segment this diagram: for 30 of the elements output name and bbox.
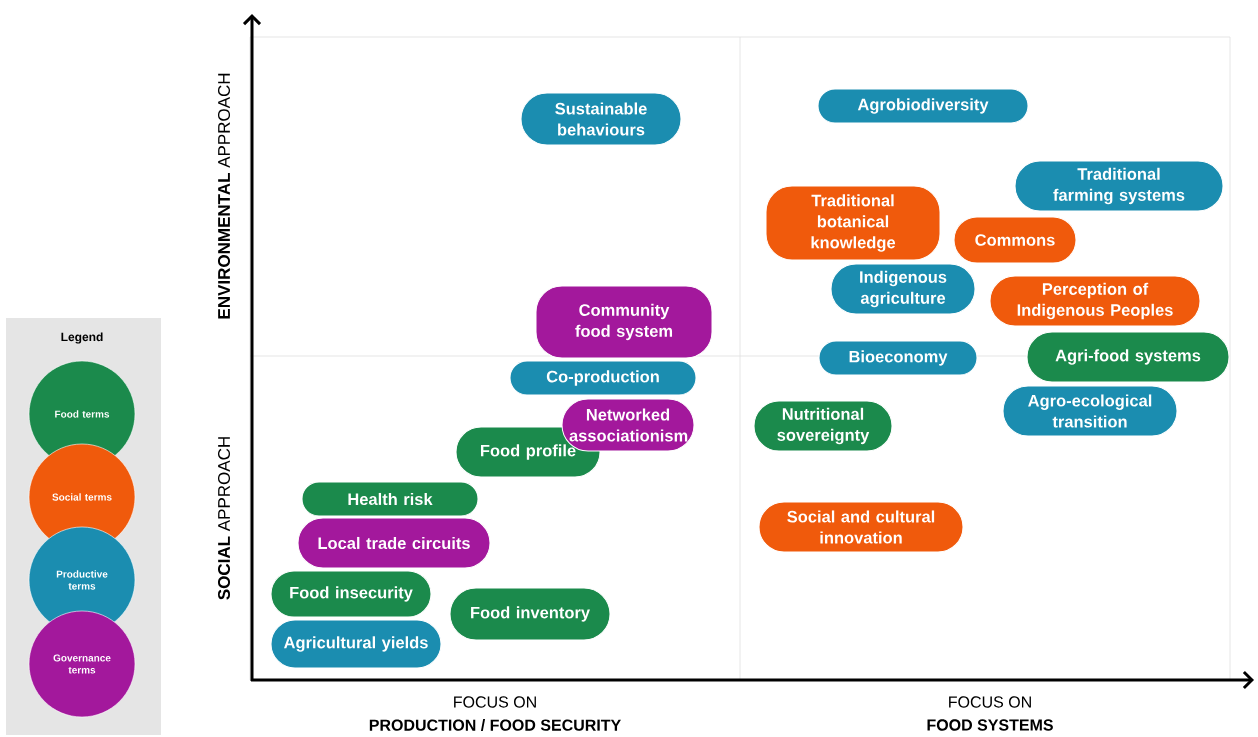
term-pill: Community food system <box>535 285 713 359</box>
axis-label: PRODUCTION / FOOD SECURITY <box>369 719 621 731</box>
axis-label: FOOD SYSTEMS <box>927 719 1053 731</box>
term-pill: Social and cultural innovation <box>758 501 964 553</box>
axis-label: ENVIRONMENTAL APPROACH <box>218 73 231 319</box>
term-pill: Nutritional sovereignty <box>753 400 893 452</box>
legend-label: Food terms <box>55 410 110 418</box>
term-pill: Perception of Indigenous Peoples <box>989 275 1201 327</box>
legend-title: Legend <box>61 332 103 344</box>
term-pill: Agri-food systems <box>1026 331 1230 383</box>
term-pill: Traditional botanical knowledge <box>765 185 941 261</box>
term-pill: Local trade circuits <box>297 517 491 569</box>
term-pill: Co-production <box>509 360 697 396</box>
term-pill: Agro-ecological transition <box>1002 385 1178 437</box>
term-pill: Bioeconomy <box>818 340 978 376</box>
axis-label: FOCUS ON <box>454 696 536 708</box>
term-pill: Indigenous agriculture <box>830 263 976 315</box>
term-pill: Traditional farming systems <box>1014 160 1224 212</box>
legend-label: Productive terms <box>56 570 108 590</box>
term-pill: Agrobiodiversity <box>817 88 1029 124</box>
legend-label: Social terms <box>52 493 112 501</box>
term-pill: Health risk <box>301 481 479 517</box>
term-pill: Sustainable behaviours <box>520 92 682 146</box>
axis-label: FOCUS ON <box>949 696 1031 708</box>
legend-label: Governance terms <box>53 654 111 674</box>
term-pill: Food insecurity <box>270 570 432 618</box>
axis-label: SOCIAL APPROACH <box>218 437 231 600</box>
term-pill: Agricultural yields <box>270 619 442 669</box>
term-pill: Food inventory <box>449 587 611 641</box>
term-pill: Commons <box>953 216 1077 264</box>
